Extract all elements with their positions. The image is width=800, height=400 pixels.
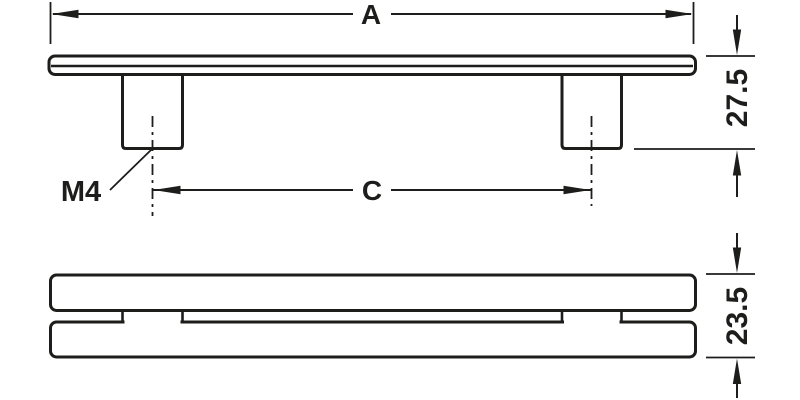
plan-right-post-opening [564,319,620,326]
dimension-hole-centers: C [153,175,591,206]
dim-depth-arrowhead-bottom-icon [732,358,742,384]
dim-height-arrowhead-bottom-icon [732,150,742,176]
dimension-overall-height: 27.5 [634,15,755,197]
left-post-outline [121,74,184,150]
thread-size-label: M4 [61,176,101,208]
dim-height-arrowhead-top-icon [732,29,742,55]
dim-depth-arrowhead-top-icon [732,247,742,273]
dim-height-value: 27.5 [721,69,754,127]
right-post-outline [560,74,623,150]
plan-lower-bar-outline [49,320,697,359]
dimension-overall-length: A [49,0,695,44]
dim-depth-value: 23.5 [721,287,754,345]
bottom-view-plan [49,273,697,359]
thread-leader-line [109,148,153,191]
dimension-bar-depth: 23.5 [706,233,755,398]
dim-a-label: A [361,0,381,30]
plan-left-post-opening [124,319,181,326]
thread-callout: M4 [61,148,153,208]
plan-upper-bar-outline [49,273,697,312]
top-view-side-elevation [47,54,697,216]
dim-a-arrowhead-left-icon [51,9,79,19]
dim-a-arrowhead-right-icon [665,9,693,19]
dim-c-arrowhead-right-icon [563,185,591,195]
dim-c-arrowhead-left-icon [153,185,181,195]
dim-c-label: C [362,175,382,206]
handle-bar-outline [47,54,697,76]
